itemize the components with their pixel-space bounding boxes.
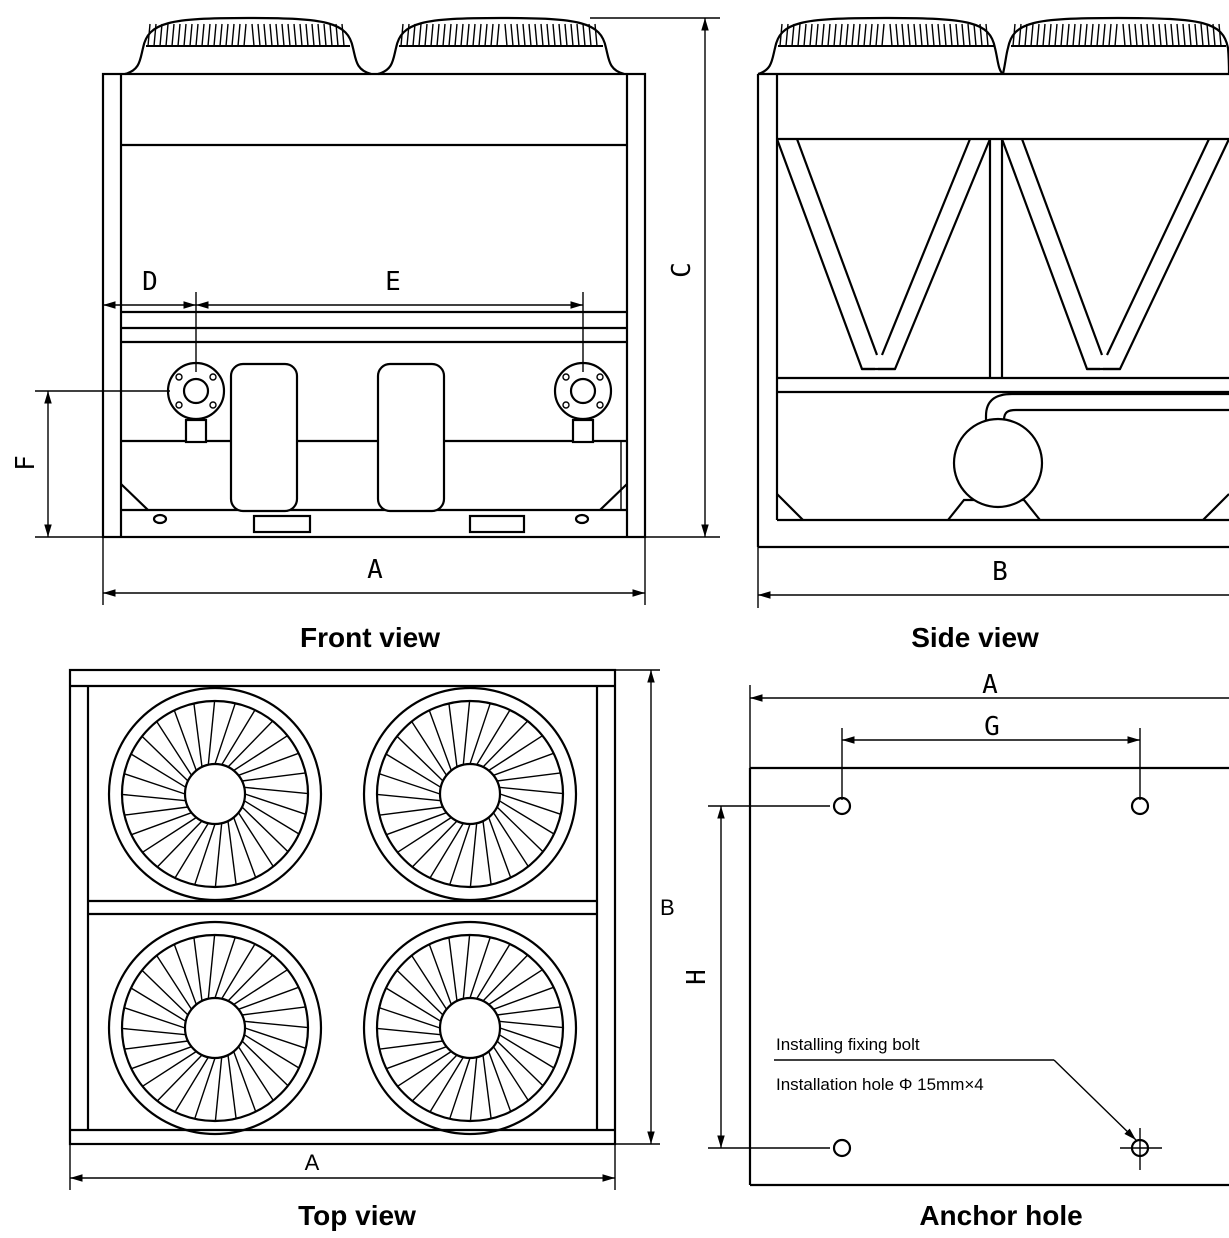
anchor-hole-icon bbox=[832, 1138, 852, 1158]
fan-dome-ridges bbox=[778, 23, 1226, 47]
top-view: B A bbox=[68, 668, 675, 1190]
dim-label-g: G bbox=[984, 712, 1000, 742]
fan-icon bbox=[107, 920, 323, 1136]
flange-icon bbox=[166, 361, 226, 444]
note-installation-hole: Installation hole Φ 15mm×4 bbox=[776, 1075, 984, 1094]
anchor-hole-icon bbox=[1120, 1128, 1162, 1170]
fan-grid bbox=[107, 686, 578, 1136]
side-view: B bbox=[756, 16, 1229, 608]
dim-label-h: H bbox=[682, 969, 712, 985]
dim-label-f: F bbox=[11, 455, 41, 471]
pump-icon bbox=[947, 392, 1229, 521]
dim-label-d: D bbox=[142, 267, 158, 297]
caption-anchor-hole: Anchor hole bbox=[919, 1200, 1083, 1231]
fan-icon bbox=[107, 686, 323, 902]
fan-dome-left bbox=[124, 16, 372, 76]
fan-icon bbox=[362, 686, 578, 902]
caption-front-view: Front view bbox=[299, 622, 440, 653]
compressor-icon bbox=[376, 362, 446, 513]
anchor-hole-icon bbox=[1130, 796, 1150, 816]
dim-label-b: B bbox=[660, 895, 675, 920]
anchor-hole-icon bbox=[832, 796, 852, 816]
dim-label-a: A bbox=[367, 555, 383, 585]
note-fixing-bolt: Installing fixing bolt bbox=[776, 1035, 920, 1054]
compressor-icon bbox=[229, 362, 299, 513]
dim-label-a: A bbox=[305, 1150, 320, 1175]
caption-side-view: Side view bbox=[911, 622, 1039, 653]
dim-label-a: A bbox=[982, 670, 998, 700]
dim-label-e: E bbox=[385, 267, 401, 297]
fan-dome-ridges bbox=[146, 23, 603, 47]
fan-icon bbox=[362, 920, 578, 1136]
fan-dome-right bbox=[377, 16, 625, 76]
flange-icon bbox=[553, 361, 613, 444]
dim-label-b: B bbox=[992, 557, 1008, 587]
anchor-hole-view: A G H Installing fixing bolt Installatio… bbox=[682, 670, 1229, 1187]
caption-top-view: Top view bbox=[298, 1200, 416, 1231]
dim-label-c: C bbox=[667, 262, 697, 278]
front-view: A C D E F bbox=[11, 16, 720, 605]
